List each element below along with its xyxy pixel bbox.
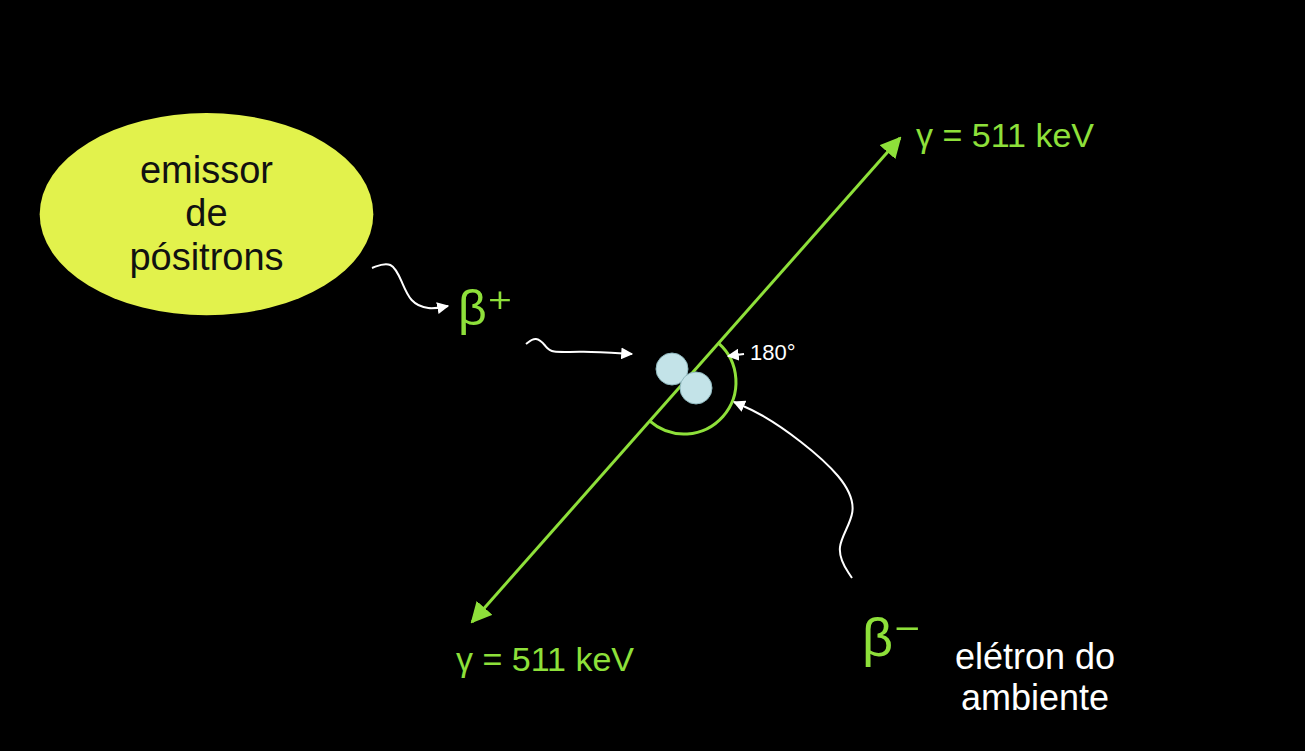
particle-description: elétron do ambiente <box>930 636 1140 719</box>
particle-symbol: β⁺ <box>458 280 513 338</box>
angle-arc <box>650 343 736 434</box>
emission-arrow <box>372 264 448 308</box>
electron-particle <box>680 372 712 404</box>
angle-label: 180° <box>750 340 796 365</box>
energy-label: γ = 511 keV <box>456 640 634 679</box>
emitter-ellipse: emissor de pósitrons <box>38 112 375 316</box>
gamma-ray-line <box>472 138 900 622</box>
energy-label: γ = 511 keV <box>916 116 1094 155</box>
node-label: emissor de pósitrons <box>117 149 297 280</box>
positron-path-arrow <box>526 339 632 354</box>
angle-pointer <box>728 354 744 356</box>
electron-arrow <box>734 402 853 578</box>
particle-symbol: β⁻ <box>862 606 922 668</box>
